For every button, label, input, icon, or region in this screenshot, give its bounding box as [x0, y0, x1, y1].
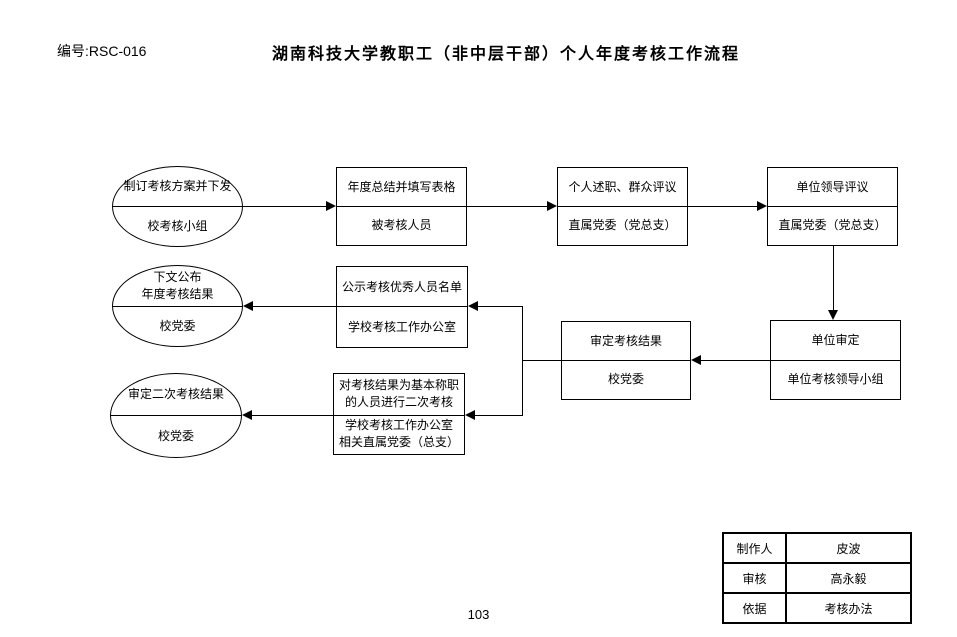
node-publicize-owner: 学校考核工作办公室	[347, 319, 456, 334]
arrowhead-left-icon	[243, 301, 253, 311]
node-second-review: 对考核结果为基本称职 的人员进行二次考核 学校考核工作办公室 相关直属党委（总支…	[333, 373, 465, 455]
divider-publicize	[336, 306, 468, 307]
connector-branch-second	[474, 415, 522, 416]
node-confirm-result-owner: 校党委	[607, 372, 644, 387]
node-confirm-result: 审定考核结果 校党委	[561, 321, 691, 400]
arrowhead-down-icon	[828, 310, 838, 320]
info-label: 依据	[722, 592, 787, 624]
node-summary-action: 年度总结并填写表格	[347, 179, 456, 194]
info-value: 高永毅	[785, 562, 912, 594]
node-leader-review-owner: 直属党委（党总支）	[778, 218, 887, 233]
node-debrief-action: 个人述职、群众评议	[568, 179, 677, 194]
divider-second-review	[333, 415, 465, 416]
node-leader-review-action: 单位领导评议	[796, 179, 869, 194]
arrowhead-right-icon	[757, 201, 767, 211]
arrowhead-left-icon	[468, 301, 478, 311]
connector-branch-publicize	[477, 306, 523, 307]
arrowhead-right-icon	[326, 201, 336, 211]
connector-second-confirm	[251, 415, 333, 416]
doc-number: 编号:RSC-016	[57, 43, 147, 59]
node-unit-decide-action: 单位审定	[811, 333, 860, 347]
arrowhead-left-icon	[691, 355, 701, 365]
node-confirm-result-action: 审定考核结果	[589, 333, 662, 348]
table-row: 制作人 皮波	[722, 532, 912, 564]
connector-unit-confirm	[700, 360, 770, 361]
divider-confirm-second	[110, 415, 242, 416]
table-row: 审核 高永毅	[722, 562, 912, 594]
node-second-review-action: 对考核结果为基本称职 的人员进行二次考核	[338, 378, 459, 409]
divider-unit-decide	[770, 360, 901, 361]
connector-leader-unit	[833, 246, 834, 311]
divider-plan	[112, 206, 243, 207]
page-number: 103	[467, 607, 490, 622]
arrowhead-left-icon	[242, 410, 252, 420]
divider-leader-review	[767, 206, 898, 207]
arrowhead-left-icon	[465, 410, 475, 420]
divider-debrief	[557, 206, 688, 207]
node-announce-action: 下文公布 年度考核结果	[141, 270, 214, 301]
info-label: 制作人	[722, 532, 787, 564]
node-confirm-second-action: 审定二次考核结果	[127, 387, 224, 402]
info-table: 制作人 皮波 审核 高永毅 依据 考核办法	[722, 532, 912, 624]
node-confirm-second-owner: 校党委	[157, 428, 194, 443]
divider-confirm-result	[561, 360, 691, 361]
arrowhead-right-icon	[547, 201, 557, 211]
connector-confirm-branch	[522, 360, 561, 361]
info-value: 皮波	[785, 532, 912, 564]
connector-publicize-announce	[252, 306, 336, 307]
info-label: 审核	[722, 562, 787, 594]
node-plan-owner: 校考核小组	[147, 218, 208, 233]
connector-debrief-leader	[688, 206, 758, 207]
connector-plan-summary	[243, 206, 327, 207]
node-publicize: 公示考核优秀人员名单 学校考核工作办公室	[336, 266, 468, 348]
node-announce-owner: 校党委	[159, 318, 196, 333]
node-unit-decide-owner: 单位考核领导小组	[787, 372, 884, 386]
divider-announce	[112, 306, 243, 307]
node-plan-action: 制订考核方案并下发	[123, 179, 232, 194]
node-debrief: 个人述职、群众评议 直属党委（党总支）	[557, 167, 688, 246]
table-row: 依据 考核办法	[722, 592, 912, 624]
node-publicize-action: 公示考核优秀人员名单	[341, 279, 462, 294]
node-second-review-owner: 学校考核工作办公室 相关直属党委（总支）	[338, 418, 459, 449]
info-value: 考核办法	[785, 592, 912, 624]
page-title: 湖南科技大学教职工（非中层干部）个人年度考核工作流程	[271, 46, 740, 63]
node-summary-owner: 被考核人员	[371, 218, 432, 233]
divider-summary	[336, 206, 467, 207]
connector-summary-debrief	[467, 206, 548, 207]
node-debrief-owner: 直属党委（党总支）	[568, 218, 677, 233]
connector-branch-vertical	[522, 306, 523, 416]
